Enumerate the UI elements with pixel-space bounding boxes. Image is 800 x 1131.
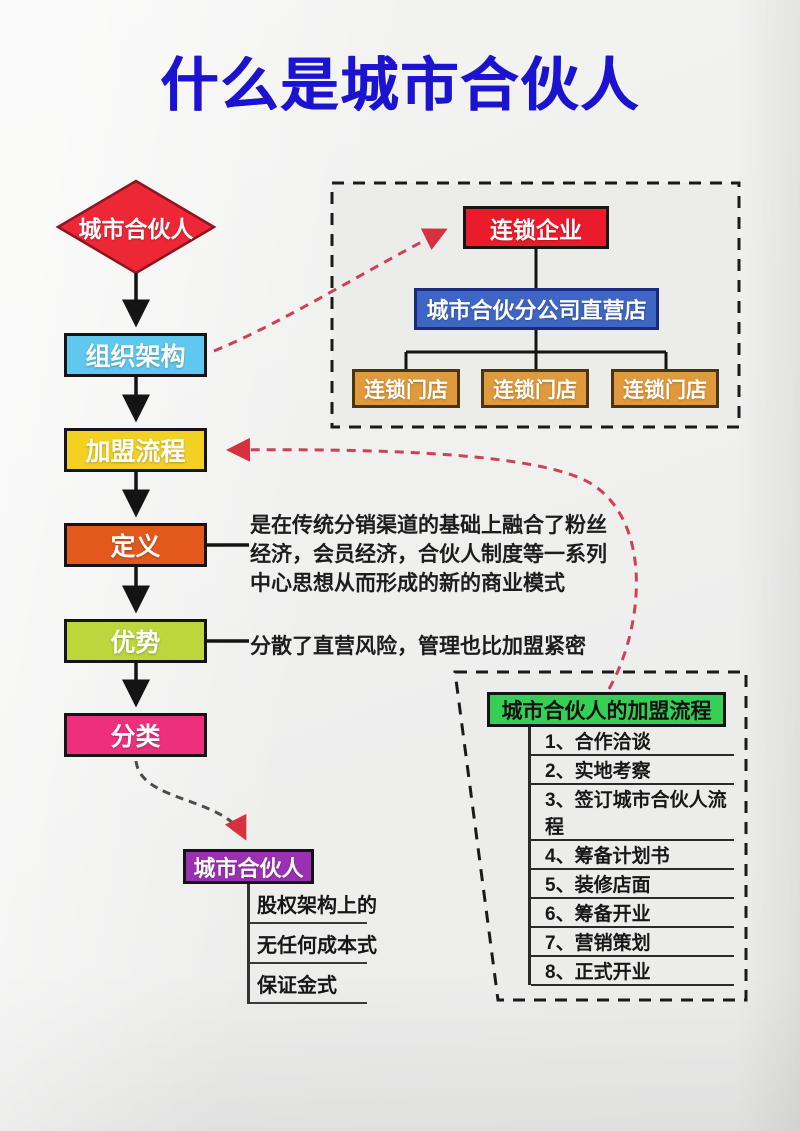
process-step: 6、筹备开业 (531, 899, 734, 928)
org-box-branch-store: 城市合伙分公司直营店 (414, 288, 659, 330)
definition-line: 经济，会员经济，合伙人制度等一系列 (250, 543, 607, 566)
org-box-chain-store-3: 连锁门店 (611, 369, 719, 408)
classification-list: 股权架构上的 无任何成本式 保证金式 (247, 884, 377, 1004)
process-step: 2、实地考察 (531, 756, 734, 785)
process-step: 7、营销策划 (531, 928, 734, 957)
page-title: 什么是城市合伙人 (159, 53, 640, 118)
process-step-list: 1、合作洽谈 2、实地考察 3、签订城市合伙人流程 4、筹备计划书 5、装修店面… (528, 727, 734, 986)
org-box-chain-enterprise: 连锁企业 (463, 206, 609, 249)
process-step: 4、筹备计划书 (531, 841, 734, 870)
classification-header: 城市合伙人 (183, 849, 314, 884)
process-step: 3、签订城市合伙人流程 (531, 785, 734, 841)
definition-line: 中心思想从而形成的新的商业模式 (250, 572, 565, 595)
classification-item: 保证金式 (250, 964, 367, 1004)
org-connectors (404, 249, 668, 369)
flow-box-join-process: 加盟流程 (64, 428, 207, 472)
dashed-arrow-structure-to-org (213, 228, 448, 353)
process-step: 1、合作洽谈 (531, 727, 734, 756)
process-step: 5、装修店面 (531, 870, 734, 899)
definition-line: 是在传统分销渠道的基础上融合了粉丝 (250, 514, 607, 537)
classification-item: 股权架构上的 (250, 884, 377, 924)
classification-item: 无任何成本式 (250, 924, 377, 964)
advantage-text: 分散了直营风险，管理也比加盟紧密 (250, 635, 586, 658)
dashed-arrow-class-to-partner (134, 760, 247, 841)
org-box-chain-store-1: 连锁门店 (352, 369, 460, 408)
definition-text: 是在传统分销渠道的基础上融合了粉丝 经济，会员经济，合伙人制度等一系列 中心思想… (250, 511, 607, 598)
process-header: 城市合伙人的加盟流程 (487, 692, 726, 727)
flow-box-definition: 定义 (64, 523, 207, 567)
process-step: 8、正式开业 (531, 957, 734, 986)
flow-box-classification: 分类 (64, 713, 207, 757)
org-box-chain-store-2: 连锁门店 (481, 369, 589, 408)
flow-box-advantage: 优势 (64, 619, 207, 663)
flow-box-structure: 组织架构 (64, 333, 207, 377)
dashed-arrow-process-to-join (226, 437, 638, 690)
diamond-label: 城市合伙人 (78, 216, 194, 242)
